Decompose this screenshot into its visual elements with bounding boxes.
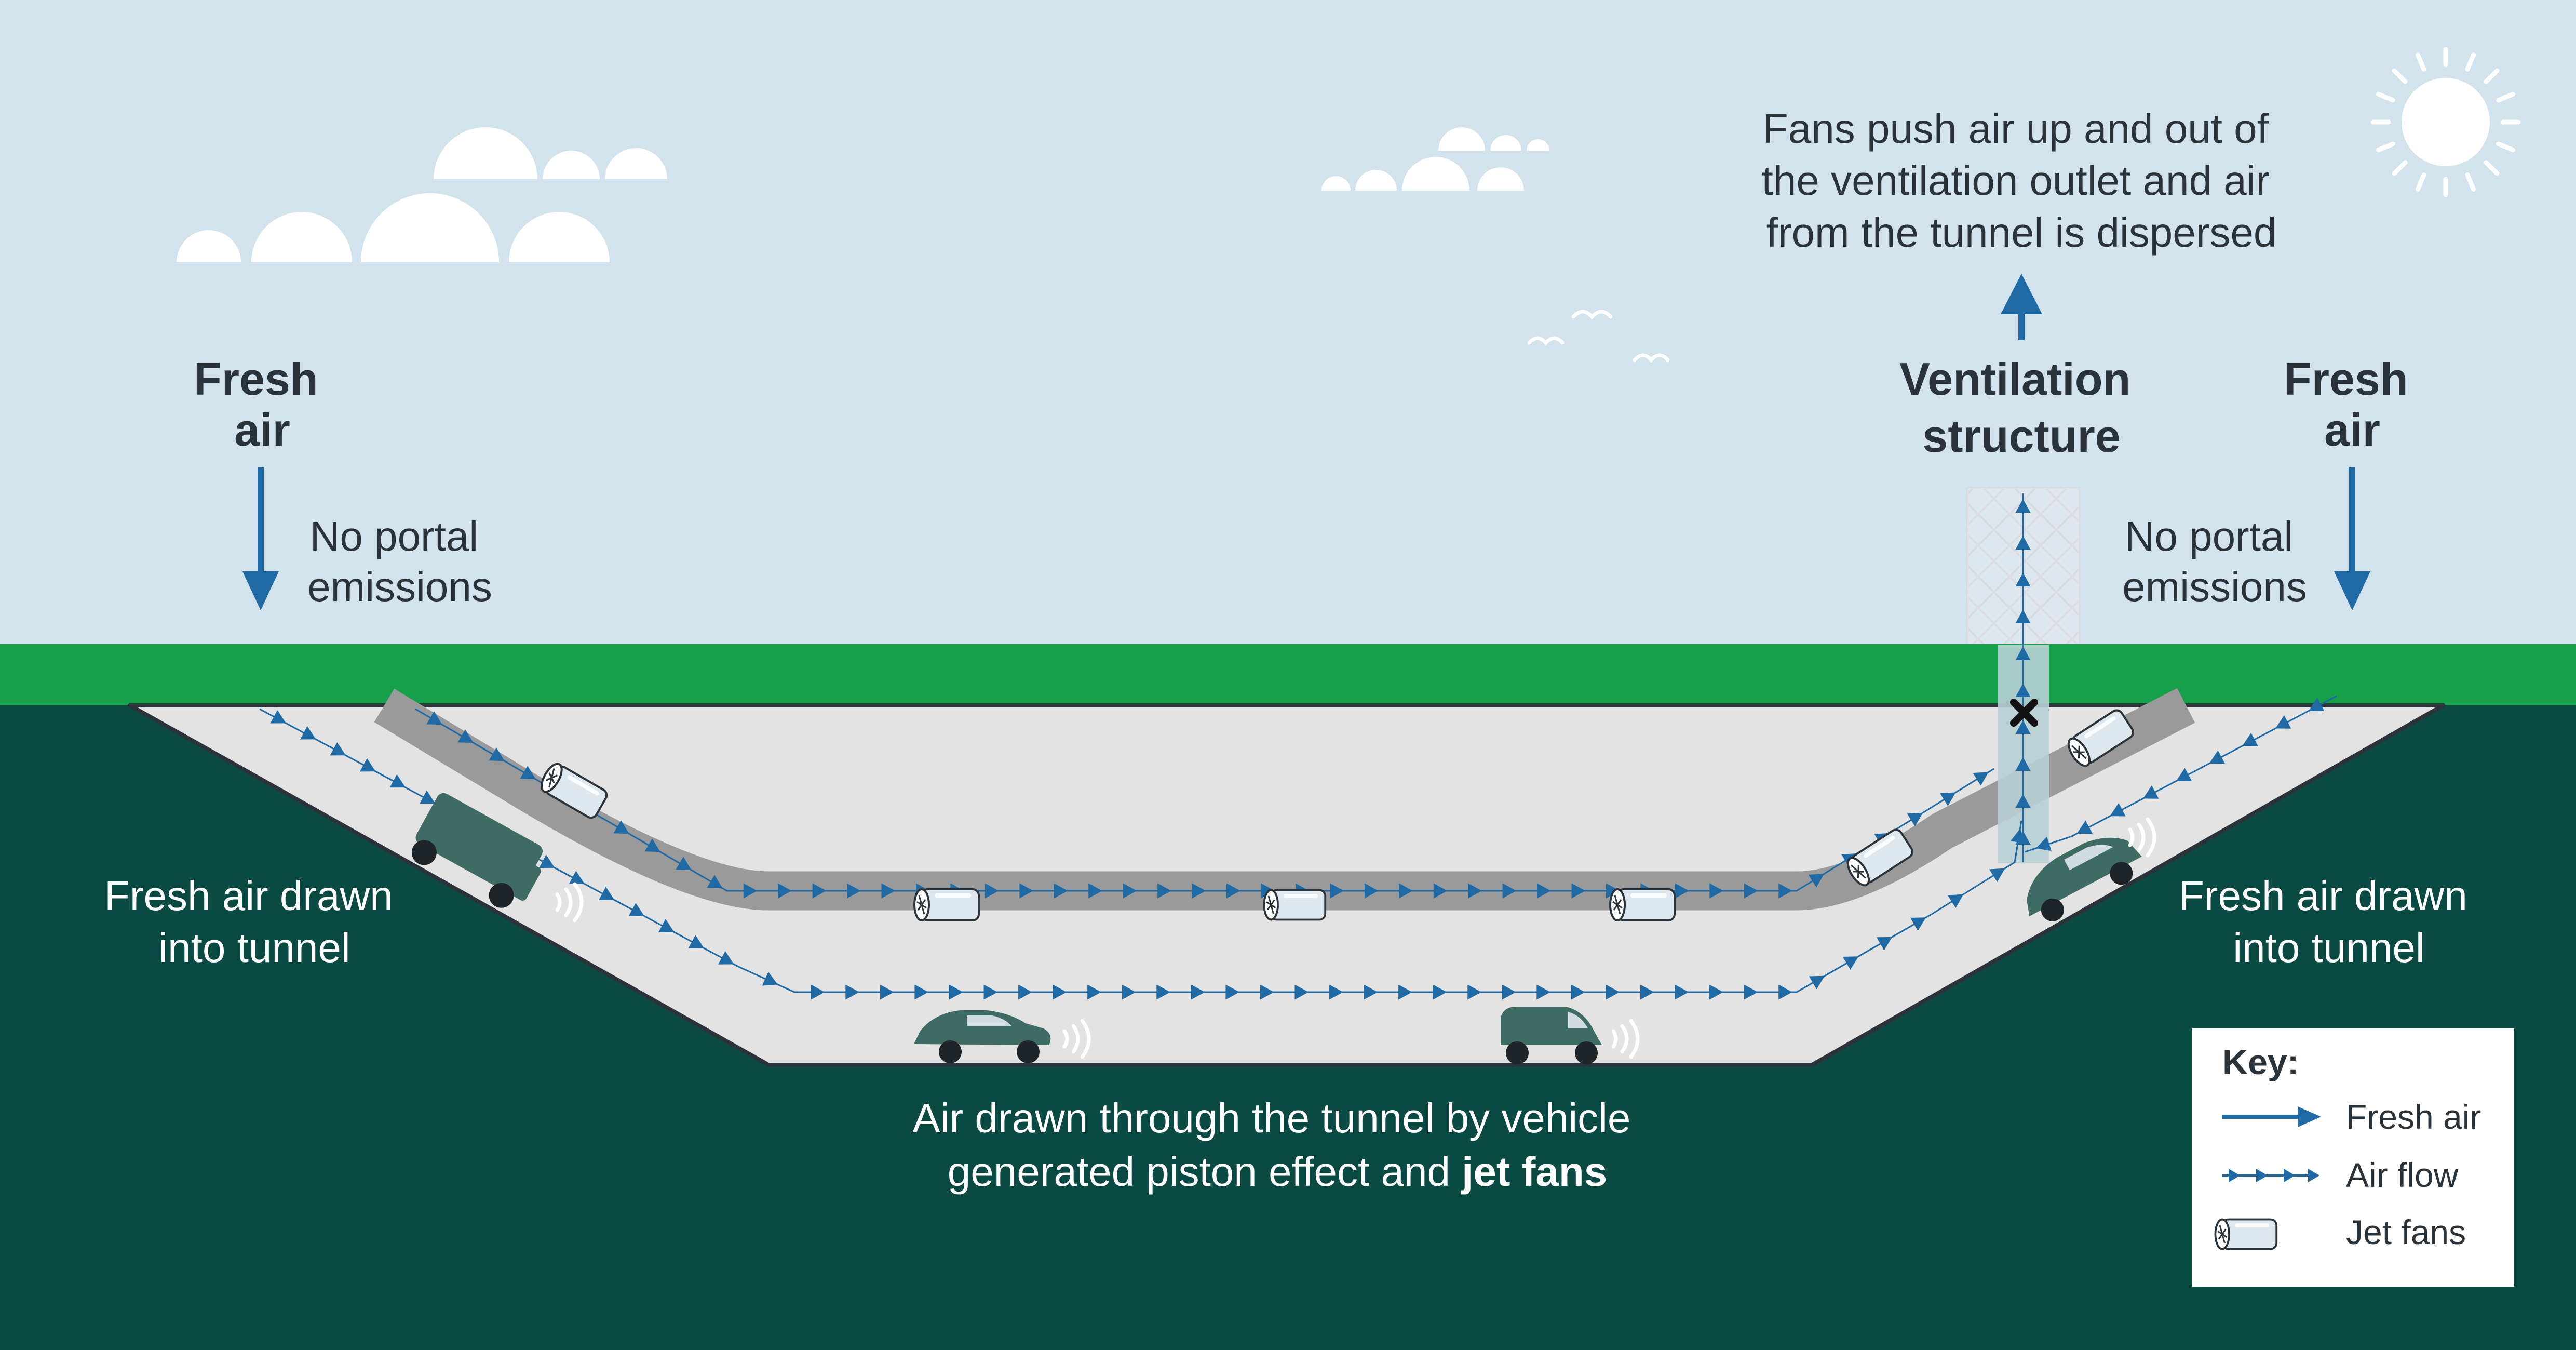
vehicle-car bbox=[2027, 837, 2142, 921]
airflow-icon bbox=[2222, 1169, 2319, 1182]
arrow-icon bbox=[2222, 1106, 2321, 1127]
fresh-air-arrow-left bbox=[242, 467, 279, 610]
damper-x-icon bbox=[2010, 699, 2038, 727]
vehicle-truck bbox=[411, 793, 543, 908]
grass-strip bbox=[0, 644, 2576, 705]
cloud-icon bbox=[177, 127, 667, 262]
vehicle-car bbox=[1501, 1007, 1602, 1064]
legend-label-fresh-air: Fresh air bbox=[2346, 1098, 2481, 1136]
outlet-arrow-up bbox=[2001, 274, 2042, 340]
jet-fan-icon bbox=[1609, 888, 1676, 921]
fresh-air-arrow-right bbox=[2334, 467, 2370, 610]
legend-key: Key: Fresh air Air flow Jet fans bbox=[2192, 1028, 2514, 1287]
legend-label-air-flow: Air flow bbox=[2346, 1156, 2459, 1194]
jet-fan-icon bbox=[913, 888, 980, 921]
sun-icon bbox=[2370, 47, 2521, 197]
left-no-portal-label: No portal emissions bbox=[307, 513, 492, 610]
sky bbox=[0, 0, 2576, 644]
left-fresh-air-label: Fresh air bbox=[194, 353, 331, 456]
jet-fan-icon bbox=[541, 763, 608, 819]
jet-fan-icon bbox=[1846, 828, 1913, 887]
legend-label-jet-fans: Jet fans bbox=[2346, 1213, 2466, 1251]
left-fresh-drawn-label: Fresh air drawn into tunnel bbox=[104, 873, 404, 971]
right-no-portal-label: No portal emissions bbox=[2122, 513, 2307, 610]
fans-push-label: Fans push air up and out of the ventilat… bbox=[1762, 105, 2282, 256]
jet-fan-icon bbox=[2067, 709, 2134, 767]
jet-fan-icon bbox=[2214, 1218, 2278, 1250]
bottom-caption: Air drawn through the tunnel by vehicle … bbox=[912, 1095, 1642, 1195]
right-fresh-air-label: Fresh air bbox=[2284, 353, 2421, 456]
jet-fan-icon bbox=[2214, 1218, 2278, 1250]
vehicle-car bbox=[914, 1010, 1051, 1063]
jet-fans bbox=[541, 709, 2134, 921]
ventilation-structure-label: Ventilation structure bbox=[1899, 353, 2143, 462]
sound-wave-icon bbox=[555, 817, 2156, 1059]
legend-title: Key: bbox=[2222, 1042, 2299, 1082]
jet-fan-icon bbox=[1263, 889, 1327, 921]
cloud-icon bbox=[1321, 127, 1549, 191]
right-fresh-drawn-label: Fresh air drawn into tunnel bbox=[2179, 873, 2479, 971]
bird-icon bbox=[1527, 310, 1670, 363]
